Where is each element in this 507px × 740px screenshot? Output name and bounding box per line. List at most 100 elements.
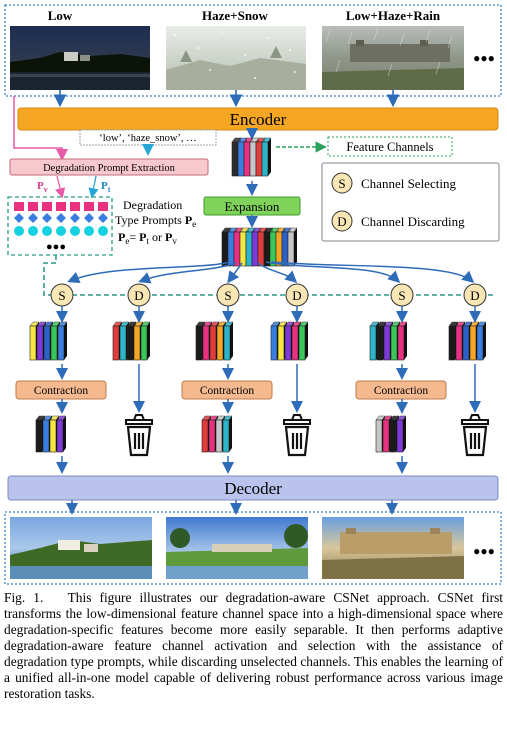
channel bbox=[29, 325, 37, 361]
channel-side bbox=[230, 322, 233, 360]
channel bbox=[270, 325, 278, 361]
channel bbox=[231, 141, 239, 177]
channel bbox=[287, 231, 295, 267]
contraction-block bbox=[15, 380, 107, 400]
selected-channels bbox=[195, 321, 234, 361]
channel bbox=[239, 231, 247, 267]
channel bbox=[208, 419, 216, 453]
channel bbox=[50, 325, 58, 361]
channel bbox=[383, 325, 391, 361]
channel bbox=[221, 231, 229, 267]
input-image-low-haze-rain bbox=[322, 26, 464, 90]
contraction-block bbox=[355, 380, 447, 400]
dtp-line2: Type Prompts Pe bbox=[115, 213, 196, 229]
expanded-feature-channels bbox=[221, 227, 298, 267]
legend-s-label: Channel Selecting bbox=[361, 176, 456, 191]
output-images-panel bbox=[4, 511, 502, 585]
channel bbox=[390, 325, 398, 361]
channel bbox=[291, 325, 299, 361]
channel bbox=[249, 141, 257, 177]
pv-label: Pv bbox=[37, 180, 48, 194]
arrow-pv bbox=[55, 175, 66, 199]
contraction-block bbox=[181, 380, 273, 400]
feature-stack-large bbox=[221, 227, 298, 267]
channel-side bbox=[305, 322, 308, 360]
channel bbox=[275, 231, 283, 267]
legend-d-letter: D bbox=[337, 214, 346, 229]
feature-stack-small bbox=[231, 137, 272, 177]
channel bbox=[251, 231, 259, 267]
legend-d-label: Channel Discarding bbox=[361, 214, 465, 229]
channel bbox=[448, 325, 456, 361]
channel bbox=[43, 325, 51, 361]
encoder-block bbox=[17, 107, 499, 131]
input-image-haze-snow bbox=[166, 26, 306, 90]
channel-side bbox=[64, 322, 67, 360]
channel bbox=[49, 419, 57, 453]
input-label-low-haze-rain: Low+Haze+Rain bbox=[346, 8, 441, 23]
channel bbox=[126, 325, 134, 361]
channel bbox=[201, 419, 209, 453]
caption-text: This figure illustrates our degradation-… bbox=[4, 590, 503, 701]
channel bbox=[222, 419, 230, 453]
channel bbox=[257, 231, 265, 267]
contracted-channels bbox=[375, 415, 407, 453]
channel-side bbox=[147, 322, 150, 360]
channel-side bbox=[403, 416, 406, 452]
channel bbox=[215, 419, 223, 453]
dtp-formula: Pe= Pt or Pv bbox=[118, 230, 177, 246]
channel-side bbox=[63, 416, 66, 452]
dtp-line1: Degradation bbox=[123, 198, 182, 212]
channel bbox=[375, 419, 383, 453]
input-image-low bbox=[10, 26, 150, 90]
channel bbox=[119, 325, 127, 361]
prompt-token-grid bbox=[14, 202, 108, 236]
expansion-label: Expansion bbox=[225, 199, 280, 214]
discarded-channels bbox=[112, 321, 151, 361]
encoder-label: Encoder bbox=[230, 110, 287, 129]
discard-letter: D bbox=[470, 288, 479, 303]
figure-caption: Fig. 1. This figure illustrates our degr… bbox=[4, 590, 503, 702]
channel bbox=[57, 325, 65, 361]
contraction-label: Contraction bbox=[34, 385, 89, 397]
channel bbox=[284, 325, 292, 361]
channel bbox=[261, 141, 269, 177]
contracted-channels bbox=[201, 415, 233, 453]
encoder-feature-channels bbox=[231, 137, 272, 177]
prompt-tokens-box bbox=[7, 196, 113, 256]
channel-side bbox=[229, 416, 232, 452]
csnet-diagram: Low Haze+Snow Low+Haze+Rain bbox=[4, 4, 502, 585]
legend-d-circle bbox=[331, 210, 353, 232]
arrow-pt bbox=[88, 175, 99, 199]
inputs-more-dots: ●●● bbox=[473, 51, 495, 65]
channel bbox=[216, 325, 224, 361]
prompt-dashed-line bbox=[43, 255, 494, 296]
channel bbox=[36, 325, 44, 361]
channel bbox=[269, 231, 277, 267]
channel-side bbox=[268, 138, 271, 176]
select-letter: S bbox=[58, 288, 65, 303]
output-image-low bbox=[10, 517, 152, 579]
trash-bin-icon bbox=[283, 414, 311, 457]
channel bbox=[227, 231, 235, 267]
output-image-haze-snow bbox=[166, 517, 308, 579]
channel bbox=[369, 325, 377, 361]
channel bbox=[298, 325, 306, 361]
channel bbox=[245, 231, 253, 267]
caption-label: Fig. 1. bbox=[4, 590, 44, 605]
channel bbox=[277, 325, 285, 361]
output-image-low-haze-rain bbox=[322, 517, 464, 579]
select-letter: S bbox=[224, 288, 231, 303]
prompt-extraction-block bbox=[9, 158, 209, 176]
input-label-low: Low bbox=[48, 8, 73, 23]
channel bbox=[140, 325, 148, 361]
channel bbox=[223, 325, 231, 361]
outputs-more-dots: ●●● bbox=[473, 544, 495, 558]
channel bbox=[376, 325, 384, 361]
channel bbox=[397, 325, 405, 361]
feature-channels-box bbox=[327, 136, 453, 157]
fanout-arrows bbox=[67, 261, 475, 284]
legend-box bbox=[321, 162, 500, 242]
contracted-channels bbox=[35, 415, 67, 453]
